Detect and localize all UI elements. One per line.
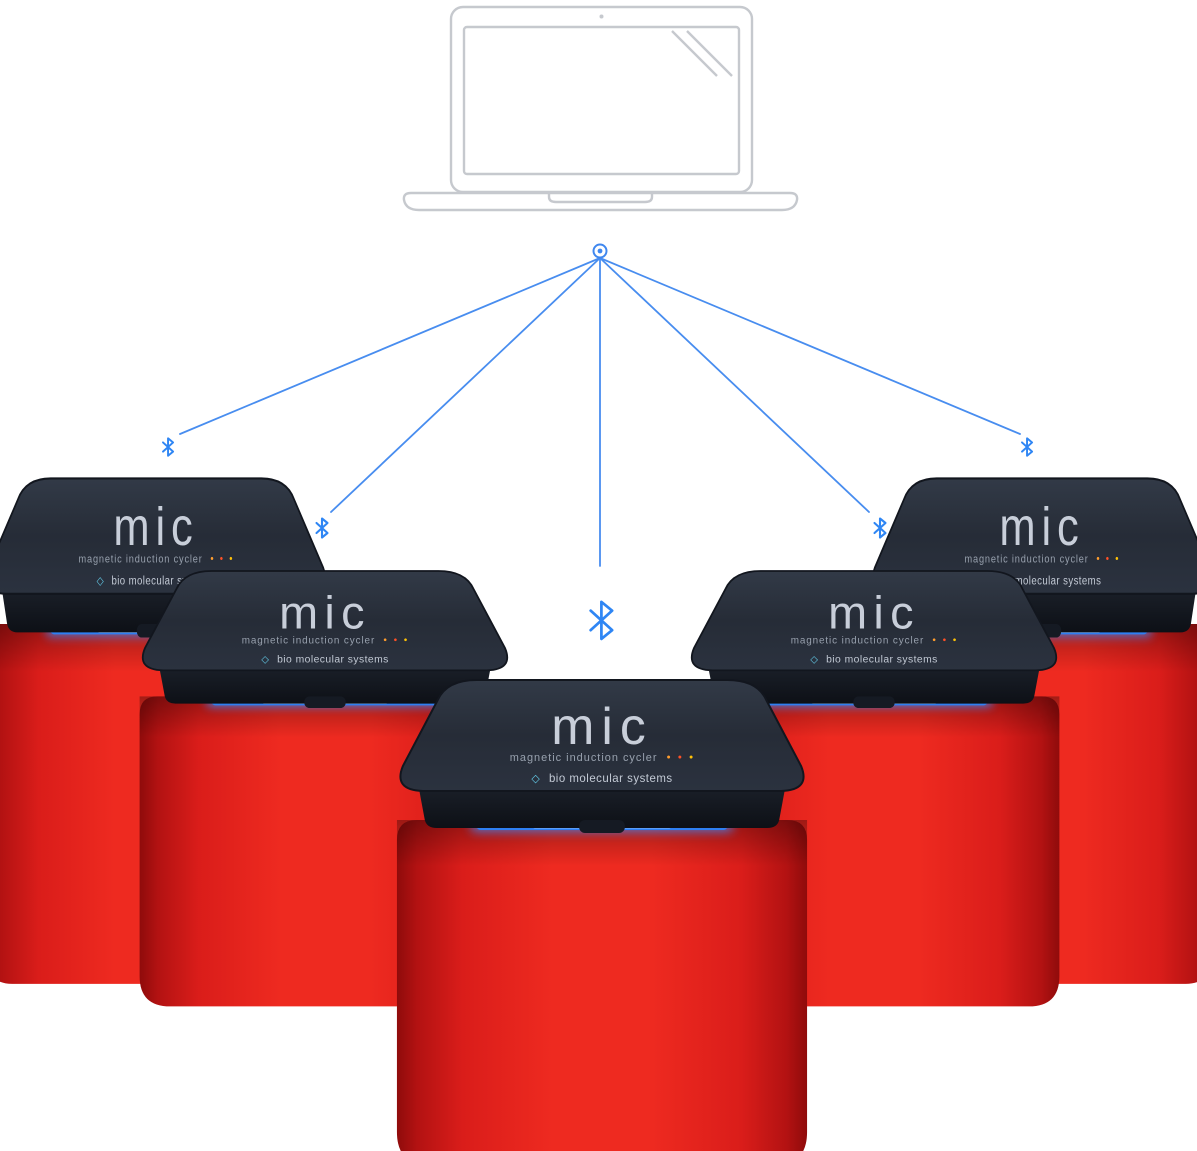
device-subtitle: magnetic induction cycler ● ● ● bbox=[965, 552, 1120, 566]
laptop-screen-reflection bbox=[671, 30, 718, 77]
device-subtitle-text: magnetic induction cycler bbox=[510, 752, 658, 764]
logo-dot-icon: ● bbox=[678, 754, 683, 761]
logo-dot-icon: ● bbox=[210, 555, 214, 563]
device-lid-top bbox=[399, 679, 805, 792]
logo-dot-icon: ● bbox=[942, 637, 947, 644]
laptop-icon bbox=[402, 5, 799, 212]
logo-dot-icon: ● bbox=[953, 637, 958, 644]
brand-diamond-icon: ◇ bbox=[531, 773, 540, 785]
laptop-screen-bezel bbox=[449, 5, 754, 194]
connection-line bbox=[330, 257, 601, 513]
device-logo: mic bbox=[999, 498, 1084, 558]
logo-dot-icon: ● bbox=[1115, 555, 1119, 563]
device-lid-rim bbox=[159, 667, 491, 704]
laptop-screen-reflection bbox=[686, 30, 733, 77]
connection-line bbox=[599, 257, 1021, 435]
bluetooth-icon bbox=[1021, 437, 1034, 457]
device-lid-rim bbox=[418, 788, 786, 828]
device-brand: ◇ bio molecular systems bbox=[261, 654, 389, 665]
device-subtitle-text: magnetic induction cycler bbox=[79, 554, 203, 566]
device-subtitle: magnetic induction cycler ● ● ● bbox=[79, 552, 234, 566]
logo-dot-icon: ● bbox=[229, 555, 233, 563]
device-lid-latch bbox=[579, 820, 625, 833]
device-subtitle: magnetic induction cycler ● ● ● bbox=[510, 750, 694, 764]
bluetooth-icon bbox=[589, 600, 614, 641]
device-subtitle: magnetic induction cycler ● ● ● bbox=[242, 634, 409, 647]
hub-dot bbox=[597, 248, 603, 254]
logo-dot-icon: ● bbox=[383, 637, 388, 644]
device-lid-rim bbox=[708, 667, 1040, 704]
device-lid-top bbox=[690, 570, 1058, 672]
device-brand: ◇ bio molecular systems bbox=[531, 773, 672, 785]
connection-line bbox=[179, 257, 601, 435]
logo-dot-icon: ● bbox=[1096, 555, 1100, 563]
device-lid-top bbox=[871, 477, 1197, 595]
logo-dot-icon: ● bbox=[667, 754, 672, 761]
device-lid-latch bbox=[853, 696, 895, 709]
laptop-base bbox=[402, 191, 799, 212]
device-lid-latch bbox=[304, 696, 346, 709]
brand-diamond-icon: ◇ bbox=[97, 576, 104, 588]
logo-dot-icon: ● bbox=[1106, 555, 1110, 563]
connection-line bbox=[599, 257, 870, 513]
laptop-base-notch bbox=[547, 193, 654, 204]
device-front-center: mic magnetic induction cycler ● ● ● ◇ bi… bbox=[383, 670, 821, 1151]
device-logo: mic bbox=[828, 586, 920, 638]
mic-device-illustration: mic magnetic induction cycler ● ● ● ◇ bi… bbox=[396, 679, 808, 1151]
logo-dot-icon: ● bbox=[404, 637, 409, 644]
brand-label: bio molecular systems bbox=[277, 654, 389, 665]
brand-diamond-icon: ◇ bbox=[810, 654, 818, 665]
device-logo: mic bbox=[113, 498, 198, 558]
device-logo: mic bbox=[279, 586, 371, 638]
brand-diamond-icon: ◇ bbox=[261, 654, 269, 665]
laptop-camera-dot bbox=[599, 14, 604, 19]
brand-label: bio molecular systems bbox=[997, 575, 1101, 588]
hub-ring bbox=[592, 243, 608, 259]
connection-hub-icon bbox=[592, 243, 608, 259]
logo-dot-icon: ● bbox=[932, 637, 937, 644]
laptop-display bbox=[462, 25, 741, 176]
device-brand: ◇ bio molecular systems bbox=[810, 654, 938, 665]
brand-label: bio molecular systems bbox=[549, 773, 673, 785]
device-body bbox=[396, 820, 808, 1151]
brand-label: bio molecular systems bbox=[826, 654, 938, 665]
device-subtitle-text: magnetic induction cycler bbox=[965, 554, 1089, 566]
bluetooth-icon bbox=[162, 437, 175, 457]
device-logo: mic bbox=[551, 697, 652, 755]
device-subtitle: magnetic induction cycler ● ● ● bbox=[791, 634, 958, 647]
device-subtitle-text: magnetic induction cycler bbox=[242, 636, 375, 647]
logo-dot-icon: ● bbox=[220, 555, 224, 563]
device-subtitle-text: magnetic induction cycler bbox=[791, 636, 924, 647]
logo-dot-icon: ● bbox=[689, 754, 694, 761]
logo-dot-icon: ● bbox=[393, 637, 398, 644]
device-lid-top bbox=[141, 570, 509, 672]
